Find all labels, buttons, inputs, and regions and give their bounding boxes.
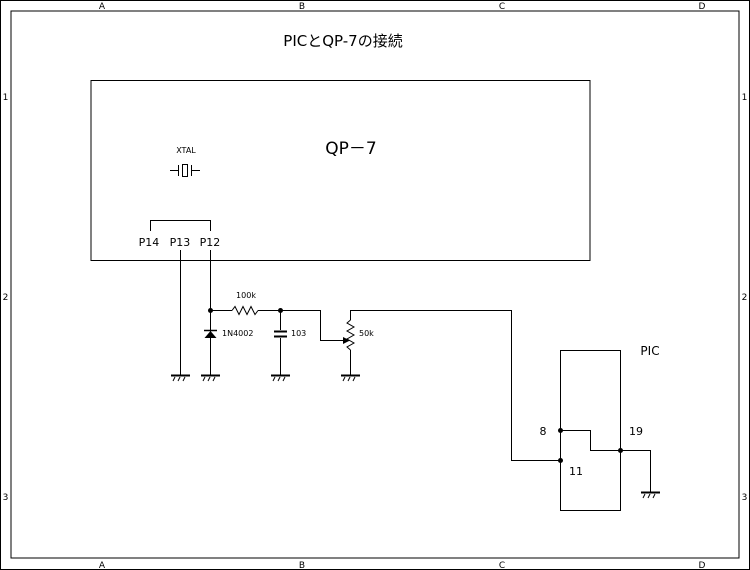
row-label-left: 2 — [3, 293, 9, 303]
wire — [320, 310, 343, 341]
pin-label-p13: P13 — [170, 236, 191, 249]
col-label-top: B — [299, 2, 305, 12]
diode-icon — [204, 329, 217, 338]
potentiometer-icon — [345, 319, 356, 351]
pin-label-p12: P12 — [200, 236, 221, 249]
col-label-bottom: A — [99, 561, 106, 570]
col-label-top: A — [99, 2, 106, 12]
qp7-box — [90, 80, 591, 261]
pic-pin-19-label: 19 — [629, 425, 643, 438]
resistor-icon — [231, 305, 259, 316]
ground-icon — [341, 374, 360, 382]
p14-p12-jumper-wire — [150, 220, 211, 231]
pot-to-pic-wire — [350, 310, 560, 461]
inner-frame — [10, 10, 740, 559]
ground-icon — [201, 374, 220, 382]
diagram-title: PICとQP-7の接続 — [283, 32, 402, 50]
ground-icon — [271, 374, 290, 382]
junction-dot — [208, 308, 213, 313]
ground-icon — [171, 374, 190, 382]
junction-dot — [278, 308, 283, 313]
diode-label: 1N4002 — [222, 329, 253, 338]
junction-dot — [558, 428, 563, 433]
pot-label: 50k — [359, 329, 374, 338]
qp7-label: QP－7 — [325, 139, 376, 159]
xtal-label: XTAL — [176, 146, 196, 155]
crystal-icon — [170, 164, 200, 177]
row-label-right: 3 — [742, 493, 748, 503]
col-label-bottom: B — [299, 561, 305, 570]
wiper-arrow-icon — [343, 337, 350, 344]
row-label-left: 3 — [3, 493, 9, 503]
pic-label: PIC — [640, 344, 659, 358]
row-label-right: 2 — [742, 293, 748, 303]
col-label-top: D — [699, 2, 706, 12]
junction-dot — [618, 448, 623, 453]
ground-icon — [641, 491, 660, 499]
pin-label-p14: P14 — [139, 236, 160, 249]
resistor-label: 100k — [236, 291, 256, 300]
junction-dot — [558, 458, 563, 463]
col-label-bottom: D — [699, 561, 706, 570]
row-label-left: 1 — [3, 93, 9, 103]
col-label-top: C — [499, 2, 505, 12]
row-label-right: 1 — [742, 93, 748, 103]
capacitor-label: 103 — [291, 329, 306, 338]
col-label-bottom: C — [499, 561, 505, 570]
pic-pin-8-label: 8 — [540, 425, 547, 438]
pic-pin-11-label: 11 — [569, 465, 583, 478]
pic-pin8-to-ground-wire — [560, 430, 651, 492]
